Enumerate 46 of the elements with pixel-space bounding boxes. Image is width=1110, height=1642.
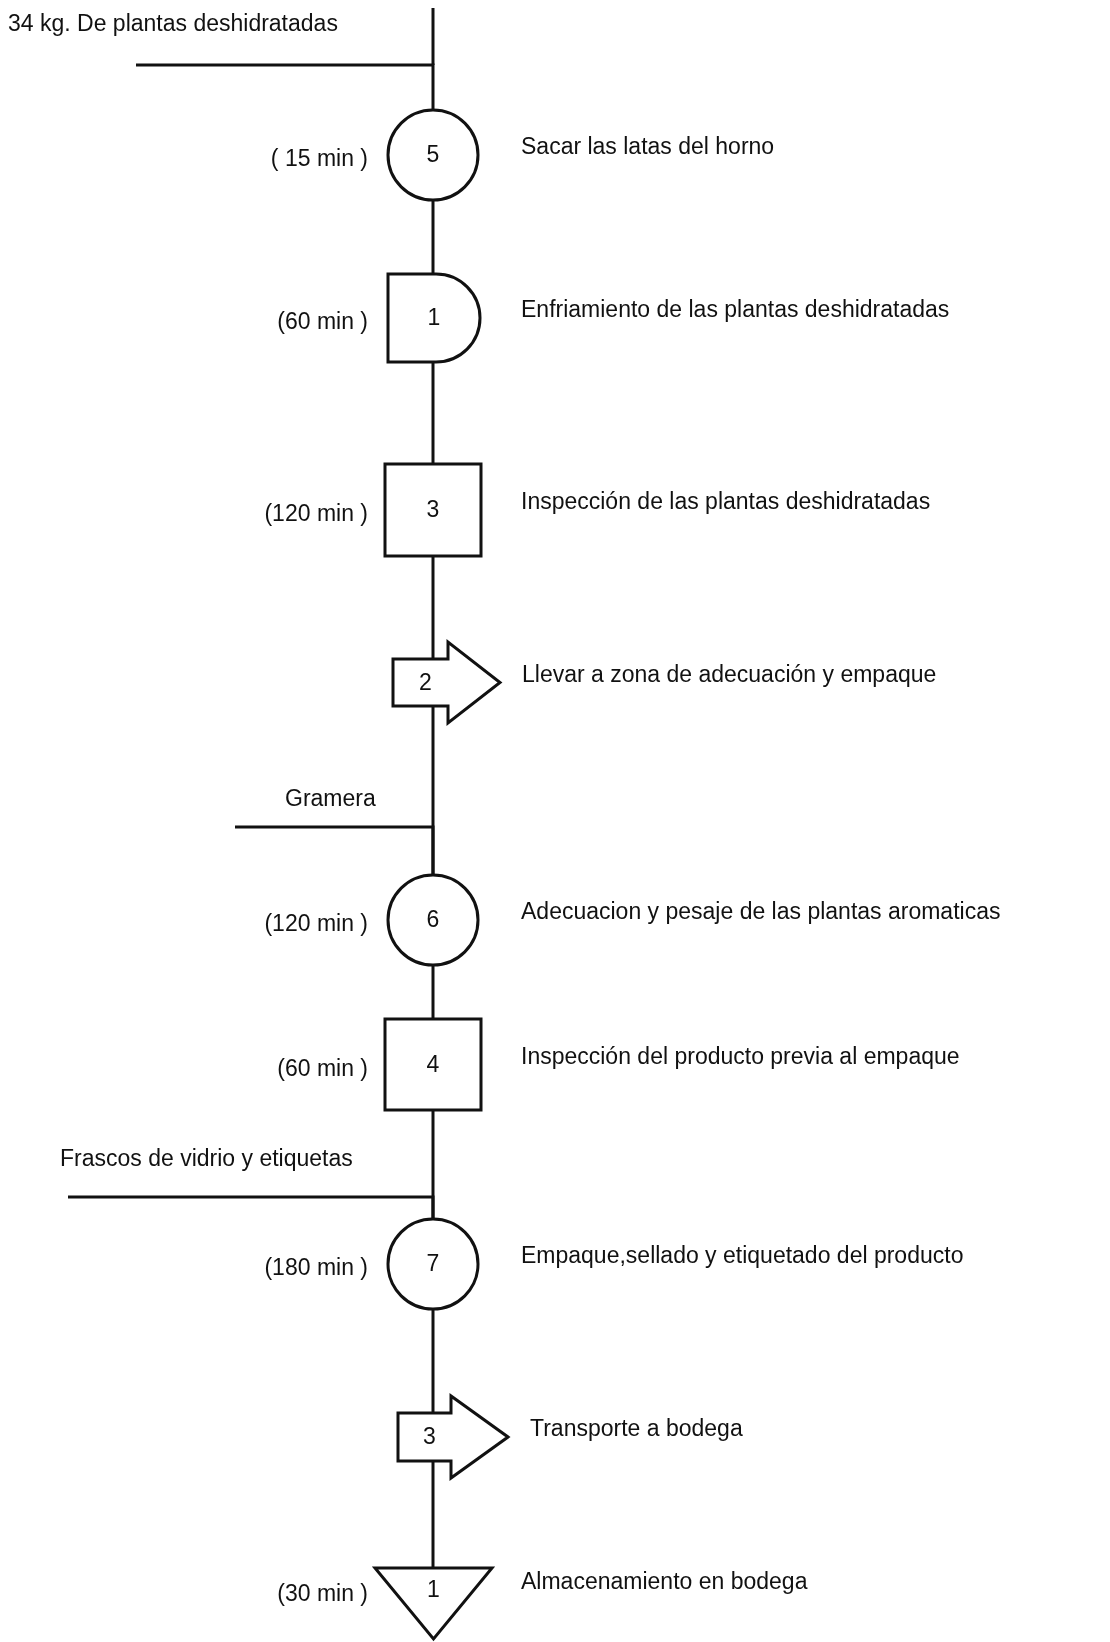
step-description: Inspección del producto previa al empaque [521, 1042, 960, 1069]
inspection-square [385, 1019, 481, 1110]
flow-line [431, 200, 435, 274]
step-duration: (120 min ) [264, 500, 368, 527]
transport-arrow [393, 642, 500, 723]
step-description: Transporte a bodega [530, 1415, 743, 1442]
step-description: Enfriamiento de las plantas deshidratadas [521, 296, 950, 323]
step-number: 7 [425, 1252, 441, 1275]
step-duration: (120 min ) [264, 910, 368, 937]
input-label: Gramera [285, 785, 376, 812]
flow-line [136, 63, 435, 110]
delay-symbol [388, 274, 480, 362]
input-label: 34 kg. De plantas deshidratadas [8, 10, 338, 37]
step-number: 5 [425, 143, 441, 166]
flow-line [431, 965, 435, 1019]
step-duration: (180 min ) [264, 1254, 368, 1281]
step-number: 1 [426, 1578, 441, 1601]
step-duration: (30 min ) [277, 1580, 368, 1607]
flow-line [235, 825, 435, 875]
step-description: Llevar a zona de adecuación y empaque [522, 660, 937, 687]
step-number: 2 [418, 670, 433, 694]
step-number: 3 [425, 498, 441, 521]
step-description: Almacenamiento en bodega [521, 1568, 808, 1595]
transport-arrow [398, 1396, 508, 1478]
step-description: Empaque,sellado y etiquetado del producto [521, 1242, 964, 1269]
step-duration: ( 15 min ) [270, 145, 368, 172]
storage-triangle [375, 1568, 492, 1639]
flow-line [431, 1461, 435, 1568]
step-description: Inspección de las plantas deshidratadas [521, 488, 931, 515]
flow-line [431, 556, 435, 659]
step-duration: (60 min ) [277, 308, 368, 335]
step-number: 6 [425, 908, 441, 931]
flow-line [431, 362, 435, 464]
step-duration: (60 min ) [277, 1054, 368, 1081]
operation-circle [388, 875, 478, 965]
step-number: 1 [426, 306, 442, 329]
operation-circle [388, 110, 478, 200]
step-description: Adecuacion y pesaje de las plantas aromaticas [521, 898, 1001, 925]
inspection-square [385, 464, 481, 556]
flow-line [431, 1309, 435, 1413]
step-number: 3 [422, 1425, 437, 1448]
input-label: Frascos de vidrio y etiquetas [60, 1145, 353, 1172]
step-number: 4 [425, 1052, 441, 1076]
step-description: Sacar las latas del horno [521, 133, 775, 160]
operation-circle [388, 1219, 478, 1309]
flow-line [68, 1195, 435, 1219]
